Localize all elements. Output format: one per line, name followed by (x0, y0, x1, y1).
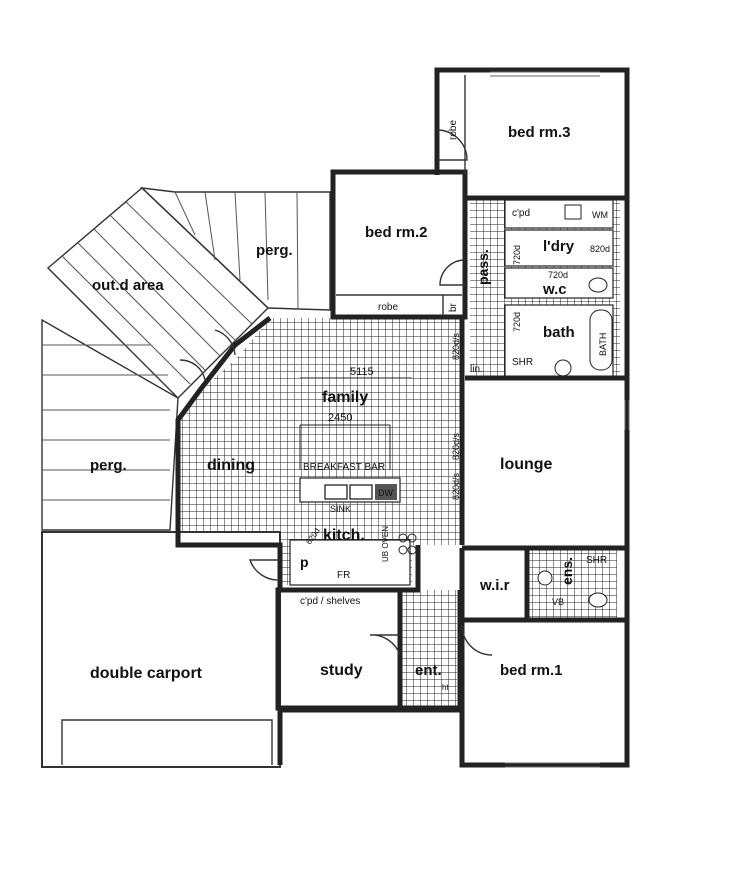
label-shower-ensuite: SHR (586, 555, 607, 566)
label-linen: lin. (470, 364, 483, 375)
room-label-carport: double carport (90, 665, 203, 682)
room-label-bath: bath (543, 324, 575, 341)
room-label-study: study (320, 662, 363, 679)
label-door-820ds-b: 820d/s (451, 432, 461, 460)
room-label-lounge: lounge (500, 456, 553, 473)
label-robe-bed2: robe (378, 302, 398, 313)
room-label-pantry: p (300, 554, 309, 570)
carport-area (41, 531, 281, 768)
room-label-pergola-top: perg. (256, 242, 293, 259)
room-label-outdoor-area: out.d area (92, 277, 164, 294)
label-breakfast-bar: BREAKFAST BAR (303, 462, 385, 473)
label-underbench-oven: UB OVEN (381, 526, 390, 562)
label-cupboard-shelves: c'pd / shelves (300, 596, 360, 607)
room-label-ensuite: ens. (559, 557, 575, 585)
walls (175, 67, 630, 768)
label-dimension-5115: 5115 (350, 366, 374, 378)
label-robe-bed3: robe (448, 120, 459, 140)
room-label-bed-1: bed rm.1 (500, 662, 563, 679)
label-fridge: FR (337, 570, 350, 581)
label-door-820ds-a: 820d/s (451, 332, 461, 360)
room-label-laundry: l'dry (543, 238, 575, 255)
room-label-walk-in-robe: w.i.r (479, 577, 510, 594)
room-label-bed-3: bed rm.3 (508, 124, 571, 141)
room-label-family: family (322, 389, 368, 406)
room-label-pergola-left: perg. (90, 457, 127, 474)
room-label-bed-2: bed rm.2 (365, 224, 428, 241)
room-label-wc: w.c (542, 281, 567, 298)
label-bathtub: BATH (598, 333, 608, 356)
label-door-720-a: 720d (512, 245, 522, 265)
label-door-820-a: 820d (590, 244, 610, 254)
label-br: br (448, 302, 459, 312)
label-vanity-basin: VB (552, 597, 564, 607)
label-dishwasher: DW (378, 488, 393, 498)
label-door-820ds-c: 820d/s (451, 472, 461, 500)
label-dimension-2450: 2450 (328, 412, 352, 424)
label-ht: ht (442, 683, 449, 692)
label-shower-bath: SHR (512, 357, 533, 368)
pergola-outdoor-area (41, 187, 331, 531)
label-washing-machine: WM (592, 210, 608, 220)
room-label-kitchen: kitch. (323, 527, 365, 544)
room-label-passage: pass. (475, 249, 491, 285)
room-label-entry: ent. (415, 662, 442, 679)
label-sink: SINK (330, 504, 351, 514)
label-door-720-b: 720d (548, 270, 568, 280)
label-cupboard: c'pd (512, 208, 530, 219)
room-label-dining: dining (207, 457, 255, 474)
label-door-720-c: 720d (512, 312, 522, 332)
